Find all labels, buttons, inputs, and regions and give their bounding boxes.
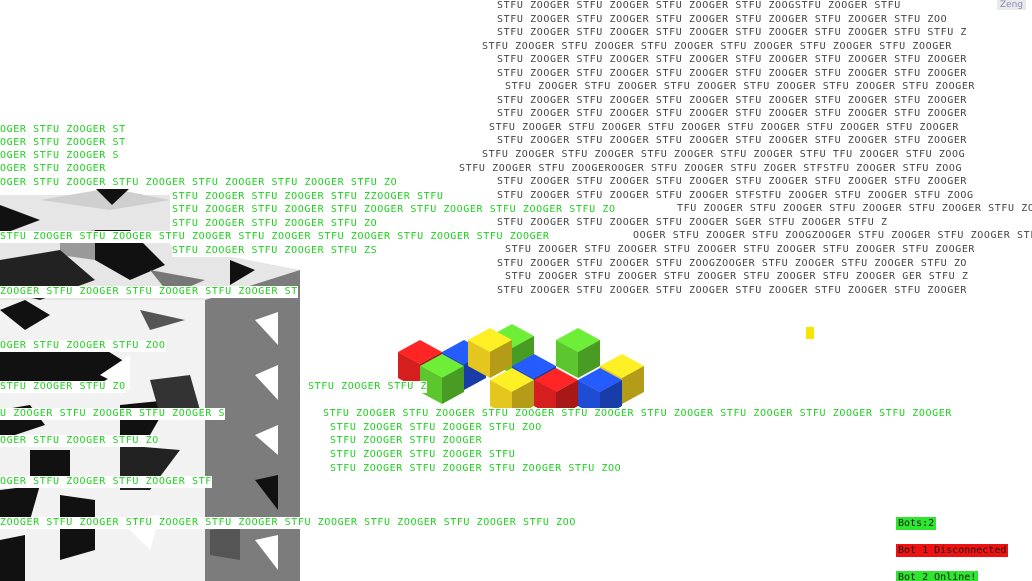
gray-text-line: STFU ZOOGER STFU ZOOGEROOGER STFU ZOOGER…	[459, 163, 963, 174]
green-text-line: STFU ZOOGER STFU ZOOGER STFU ZOOGER STFU…	[172, 204, 616, 216]
gray-text-line: STFU ZOOGER STFU ZOOGER STFU ZOOGER STFU…	[482, 149, 966, 160]
block-cube	[556, 328, 600, 378]
block-face	[556, 340, 578, 378]
block-face	[578, 340, 600, 378]
green-text-line: OGER STFU ZOOGER STFU ZOOGER STF	[0, 476, 212, 488]
gray-text-line: TFU ZOOGER STFU ZOOGER STFU ZOOGER STFU …	[677, 203, 1032, 214]
green-text-line: STFU ZOOGER STFU ZOOGER STFU	[330, 449, 516, 461]
gray-text-line: STFU ZOOGER STFU ZOOGER STFU ZOOGER STFU…	[489, 122, 960, 133]
gray-text-line: STFU ZOOGER STFU ZOOGER STFU ZOOGER STFU…	[497, 176, 968, 187]
green-text-line: U ZOOGER STFU ZOOGER STFU ZOOGER S	[0, 408, 226, 420]
block-face	[468, 340, 490, 378]
gray-text-line: OOGER STFU ZOOGER STFU ZOOGZOOGER STFU Z…	[633, 230, 1032, 241]
green-text-line: STFU ZOOGER STFU ZOOGER STFU ZS	[172, 245, 378, 257]
block-face	[490, 340, 512, 378]
bot1-status-label: Bot 1 Disconnected	[896, 544, 1009, 557]
block-face	[398, 352, 420, 390]
green-text-line: OGER STFU ZOOGER STFU ZOO	[0, 340, 166, 352]
gray-text-line: STFU ZOOGER STFU ZOOGER STFU ZOOGER STFU…	[505, 271, 969, 282]
green-text-line: OGER STFU ZOOGER ST	[0, 137, 126, 149]
block-face	[442, 366, 464, 404]
green-text-line: OGER STFU ZOOGER STFU ZOOGER STFU ZOOGER…	[0, 177, 398, 189]
green-text-line: OGER STFU ZOOGER ST	[0, 124, 126, 136]
green-text-line: STFU ZOOGER STFU ZOOGER STFU ZOOGER STFU…	[0, 231, 550, 243]
gray-text-line: STFU ZOOGER STFU ZOOGER STFU ZOOGER STFU…	[497, 135, 968, 146]
gray-text-line: STFU ZOOGER STFU ZOOGER STFU ZOOGER STFS…	[497, 190, 974, 201]
gray-text-line: STFU ZOOGER STFU ZOOGER STFU ZOOGER SGER…	[497, 217, 888, 228]
gray-text-line: STFU ZOOGER STFU ZOOGER STFU ZOOGER STFU…	[497, 285, 968, 296]
gray-text-line: STFU ZOOGER STFU ZOOGER STFU ZOOGER STFU…	[505, 81, 976, 92]
green-text-line: STFU ZOOGER STFU Z	[308, 381, 428, 393]
gray-text-line: STFU ZOOGER STFU ZOOGER STFU ZOOGER STFU…	[497, 27, 968, 38]
block-face	[622, 366, 644, 404]
block-cube	[600, 354, 644, 404]
gray-text-line: STFU ZOOGER STFU ZOOGER STFU ZOOGER STFU…	[497, 68, 968, 79]
gray-text-line: STFU ZOOGER STFU ZOOGER STFU ZOOGZOOGER …	[497, 258, 968, 269]
bots-count-label: Bots:2	[896, 517, 937, 530]
block-cube	[468, 328, 512, 378]
green-text-line: STFU ZOOGER STFU ZOOGER STFU ZOOGER STFU…	[330, 463, 622, 475]
gray-text-line: STFU ZOOGER STFU ZOOGER STFU ZOOGER STFU…	[497, 0, 901, 11]
gray-text-line: STFU ZOOGER STFU ZOOGER STFU ZOOGER STFU…	[482, 41, 953, 52]
green-text-line: STFU ZOOGER STFU ZOOGER STFU ZO	[172, 218, 378, 230]
green-text-line: ZOOGER STFU ZOOGER STFU ZOOGER STFU ZOOG…	[0, 286, 298, 298]
green-text-line: OGER STFU ZOOGER STFU ZO	[0, 435, 159, 447]
gray-text-line: STFU ZOOGER STFU ZOOGER STFU ZOOGER STFU…	[497, 14, 948, 25]
green-text-line: OGER STFU ZOOGER S	[0, 150, 120, 162]
green-text-line: STFU ZOOGER STFU ZO	[0, 381, 126, 393]
green-text-line: ZOOGER STFU ZOOGER STFU ZOOGER STFU ZOOG…	[0, 517, 576, 529]
gray-text-line: STFU ZOOGER STFU ZOOGER STFU ZOOGER STFU…	[497, 95, 968, 106]
green-text-line: OGER STFU ZOOGER	[0, 163, 106, 175]
block-cube	[420, 354, 464, 404]
gray-text-line: STFU ZOOGER STFU ZOOGER STFU ZOOGER STFU…	[497, 54, 968, 65]
gray-text-line: STFU ZOOGER STFU ZOOGER STFU ZOOGER STFU…	[497, 108, 968, 119]
gray-text-line: STFU ZOOGER STFU ZOOGER STFU ZOOGER STFU…	[505, 244, 976, 255]
green-text-line: STFU ZOOGER STFU ZOOGER STFU ZOO	[330, 422, 542, 434]
corner-label: Zeng	[996, 0, 1026, 10]
green-text-line: STFU ZOOGER STFU ZOOGER STFU ZOOGER STFU…	[323, 408, 952, 420]
green-text-line: STFU ZOOGER STFU ZOOGER	[330, 435, 483, 447]
yellow-marker	[806, 327, 814, 339]
green-text-line: STFU ZOOGER STFU ZOOGER STFU ZZOOGER STF…	[172, 191, 444, 203]
block-face	[420, 366, 442, 404]
bot2-status-label: Bot 2 Online!	[896, 571, 979, 581]
